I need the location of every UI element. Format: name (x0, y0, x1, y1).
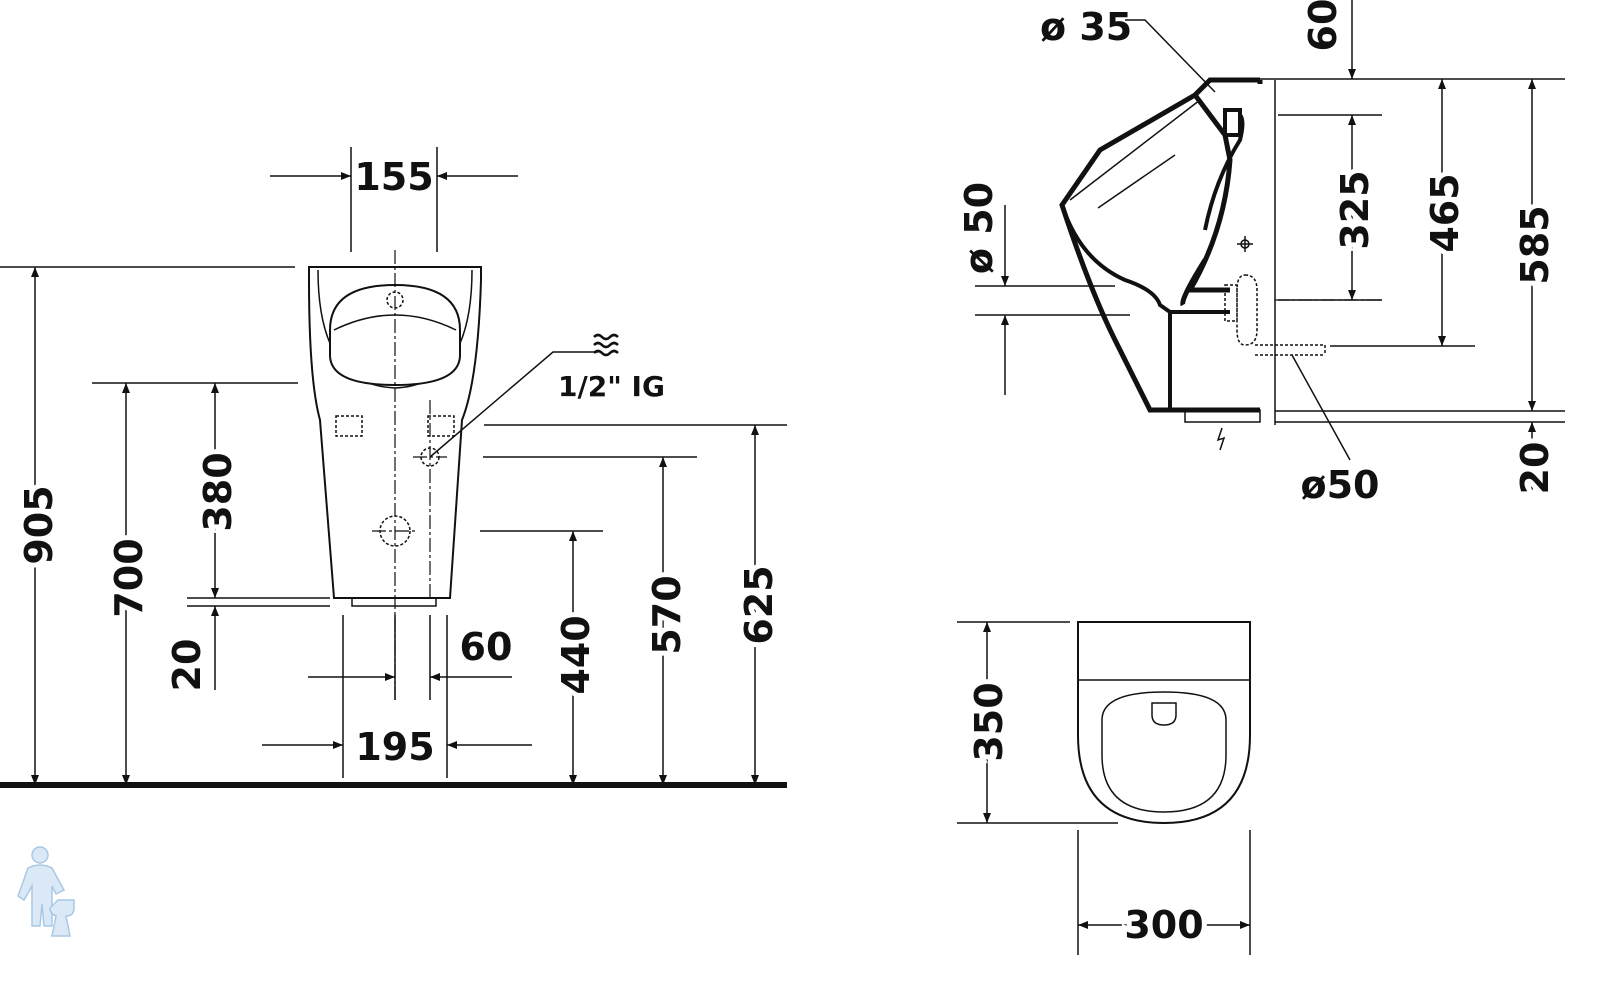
dim-outlet-drop: 325 (1333, 170, 1377, 249)
dim-bottom-gap: 20 (165, 639, 209, 692)
dim-outlet-offset: 380 (196, 452, 240, 531)
dim-top-offset: 60 (1301, 0, 1345, 51)
dim-mount-height: 625 (737, 565, 781, 644)
dim-inlet-diameter: ø 35 (1040, 5, 1132, 49)
water-connection-label: 1/2" IG (558, 370, 665, 403)
front-bowl-opening (329, 283, 461, 387)
dim-rim-height: 700 (107, 538, 151, 617)
plumber-logo-icon (17, 846, 75, 937)
dim-inlet-offset: 60 (460, 625, 513, 669)
side-view: ø 35 60 325 465 585 20 ø 50 ø50 (957, 0, 1565, 507)
top-view: 350 300 (957, 621, 1251, 955)
top-urinal-outline (1077, 621, 1251, 825)
dim-total-depth-height: 585 (1513, 205, 1557, 284)
dim-top-depth: 350 (967, 682, 1011, 761)
dim-bottom-width: 195 (355, 725, 434, 769)
dim-top-width: 155 (354, 155, 433, 199)
dim-outlet-diameter-left: ø 50 (957, 182, 1001, 274)
dim-outlet-height: 440 (554, 615, 598, 694)
side-urinal-body (1059, 77, 1263, 413)
dim-total-height: 905 (17, 485, 61, 564)
front-view: 155 905 700 380 20 60 195 440 (0, 147, 787, 788)
dim-inlet-height: 570 (645, 575, 689, 654)
dim-drain-diameter: ø50 (1301, 463, 1380, 507)
water-waves-icon (593, 333, 619, 357)
dim-drain-height: 465 (1423, 173, 1467, 252)
dim-top-width-300: 300 (1124, 903, 1203, 947)
dim-bottom-offset: 20 (1513, 442, 1557, 495)
